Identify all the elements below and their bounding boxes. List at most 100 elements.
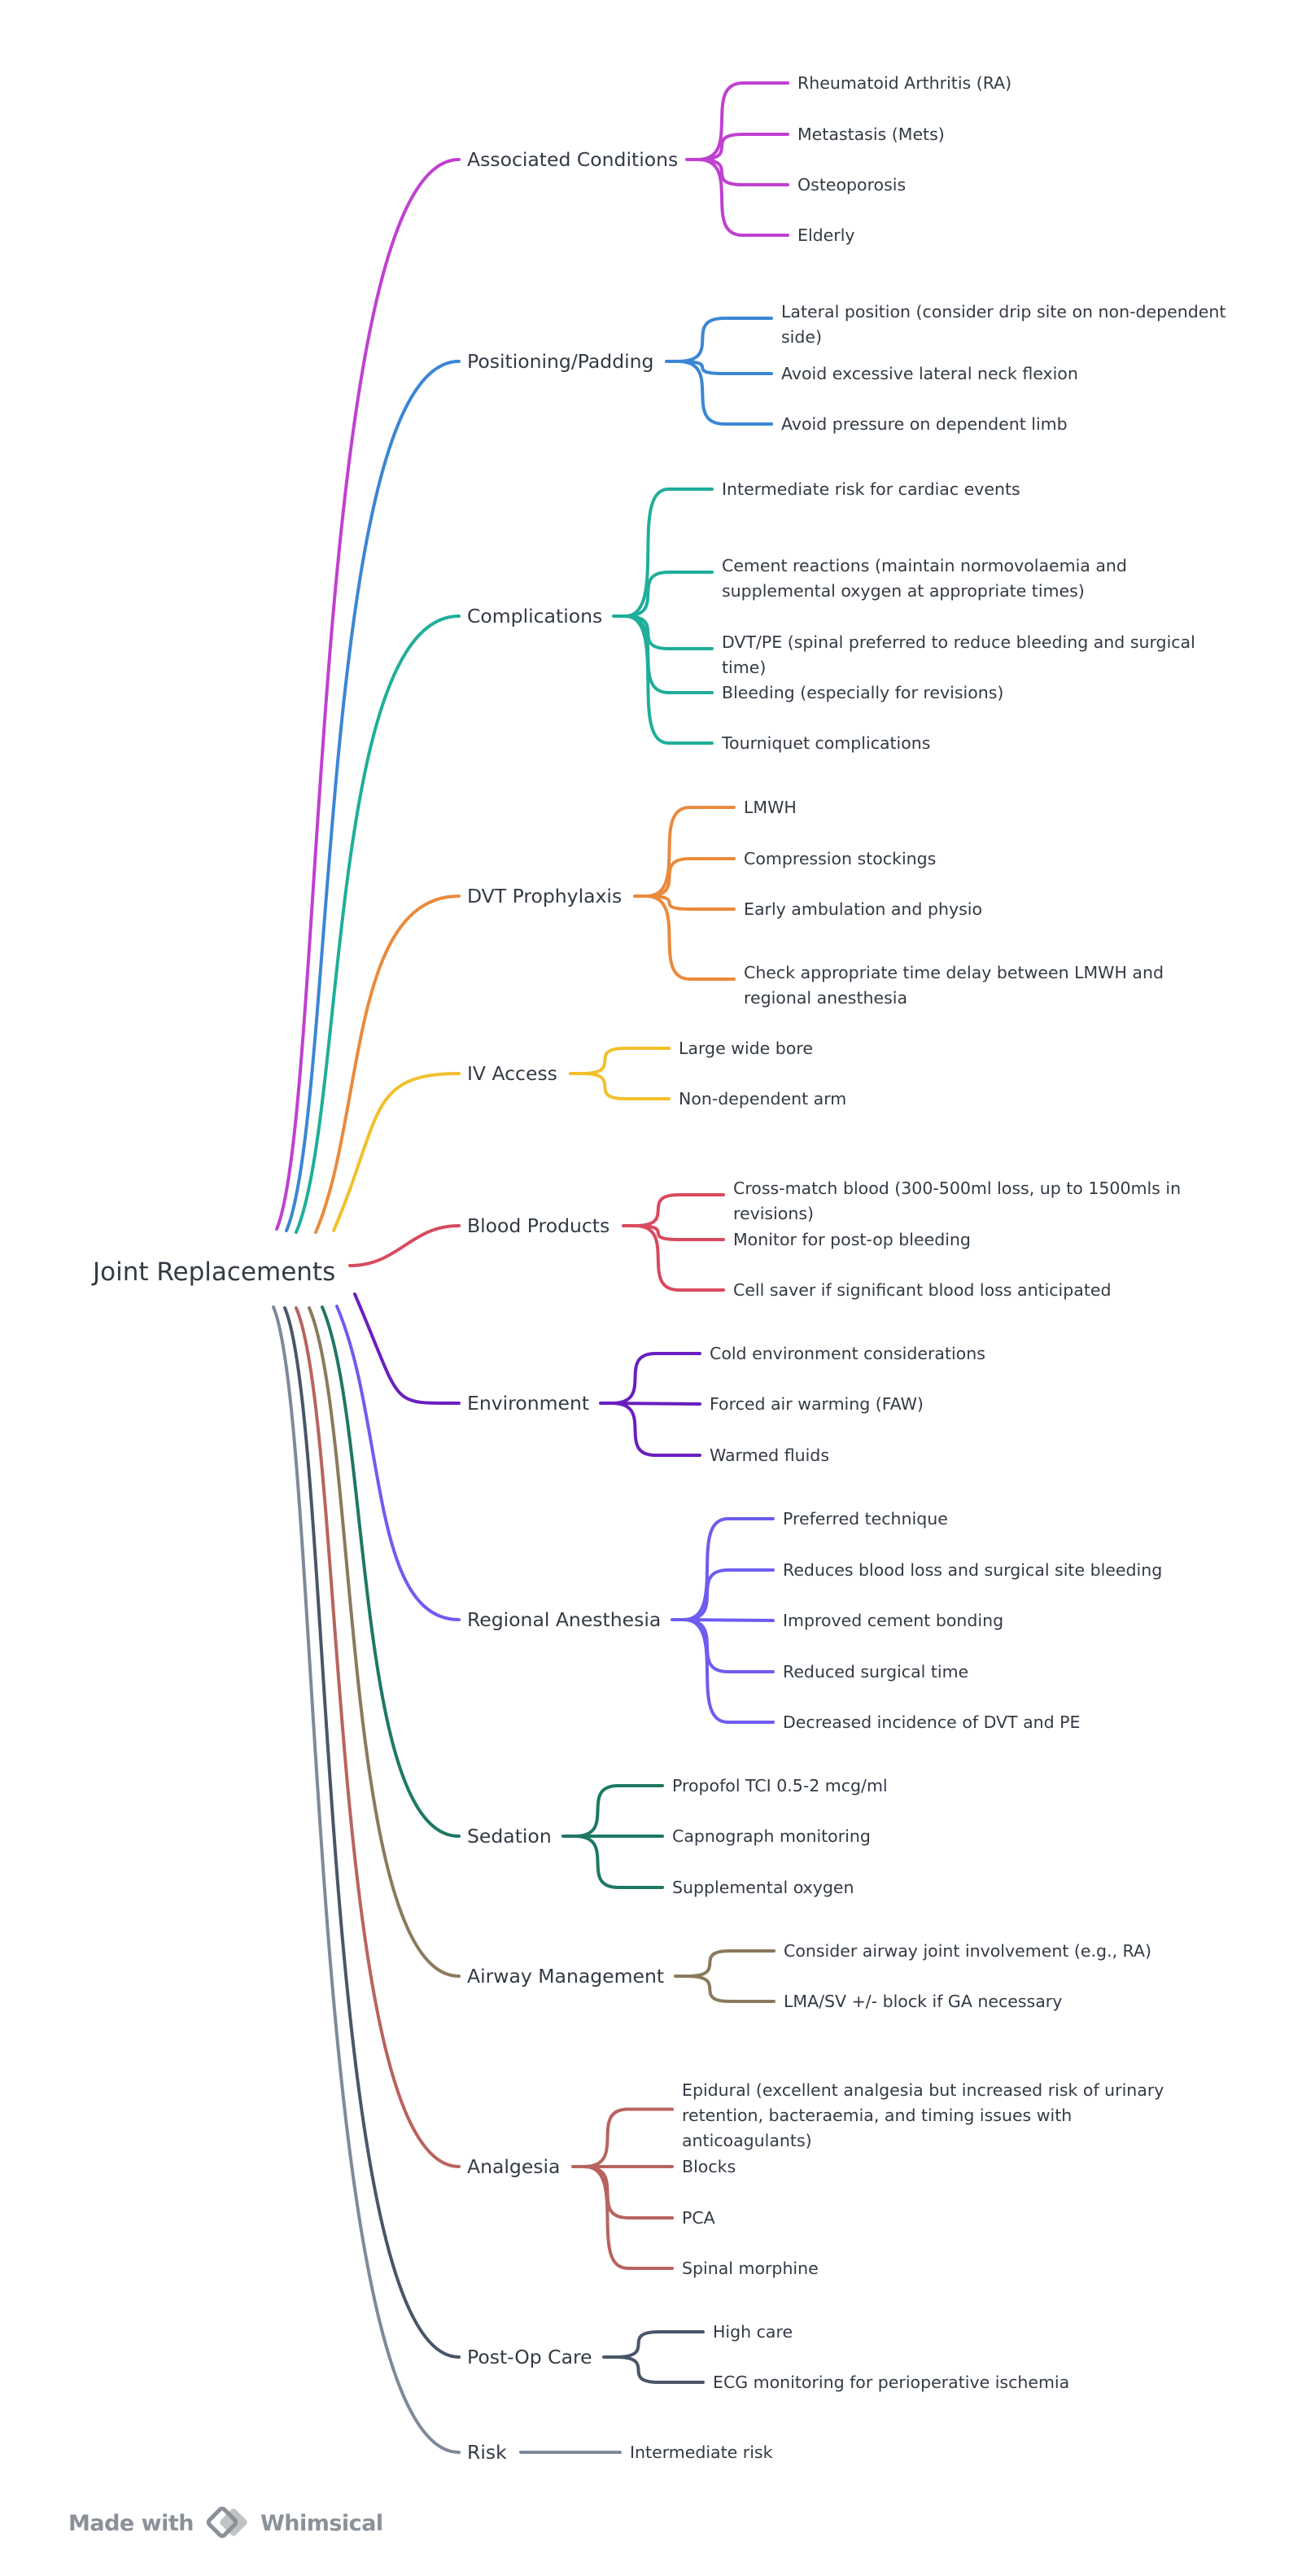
connector-leaf-sedation-2	[573, 1835, 664, 1889]
connector-leaf-analgesia-3	[583, 2165, 674, 2270]
leaf-label[interactable]: Reduces blood loss and surgical site ble…	[783, 1560, 1162, 1580]
connector-leaf-iv-1	[580, 1072, 671, 1100]
leaf-label[interactable]: Intermediate risk for cardiac events	[722, 479, 1020, 499]
branch-label-postop[interactable]: Post-Op Care	[467, 2346, 592, 2368]
branch-label-iv[interactable]: IV Access	[467, 1062, 557, 1085]
branch-label-complications[interactable]: Complications	[467, 605, 602, 628]
root-topic-label[interactable]: Joint Replacements	[91, 1257, 335, 1287]
connector-leaf-complications-0	[623, 488, 714, 618]
leaf-label-line: Monitor for post-op bleeding	[733, 1230, 971, 1249]
leaf-label[interactable]: Forced air warming (FAW)	[710, 1394, 924, 1414]
made-with-whimsical-watermark[interactable]: Made with Whimsical	[68, 2505, 383, 2541]
connector-leaf-complications-1	[623, 571, 714, 618]
leaf-label[interactable]: Non-dependent arm	[679, 1089, 846, 1109]
leaf-label[interactable]: Cross-match blood (300-500ml loss, up to…	[733, 1179, 1181, 1223]
connector-root-dvt	[314, 894, 461, 1234]
branch-label-environment[interactable]: Environment	[467, 1392, 589, 1415]
connector-leaf-associated-0	[697, 81, 789, 161]
leaf-label[interactable]: Bleeding (especially for revisions)	[722, 683, 1003, 702]
leaf-label[interactable]: Metastasis (Mets)	[797, 125, 945, 144]
leaf-label-line: Preferred technique	[783, 1509, 948, 1529]
leaf-label[interactable]: High care	[713, 2322, 793, 2342]
connector-leaf-iv-0	[580, 1047, 671, 1075]
connector-leaf-postop-0	[614, 2330, 705, 2359]
connector-leaf-analgesia-2	[583, 2165, 674, 2220]
branch-label-associated[interactable]: Associated Conditions	[467, 148, 678, 171]
leaf-label[interactable]: Avoid pressure on dependent limb	[781, 414, 1068, 434]
branch-label-sedation[interactable]: Sedation	[467, 1825, 552, 1848]
leaf-label[interactable]: Warmed fluids	[710, 1445, 829, 1465]
leaf-label-line: ECG monitoring for perioperative ischemi…	[713, 2373, 1069, 2392]
leaf-label[interactable]: ECG monitoring for perioperative ischemi…	[713, 2373, 1069, 2392]
connector-leaf-environment-2	[610, 1402, 701, 1457]
leaf-label[interactable]: Spinal morphine	[682, 2259, 819, 2278]
connector-leaf-airway-1	[685, 1975, 776, 2003]
connector-leaf-dvt-0	[644, 806, 736, 898]
made-with-text: Made with	[68, 2510, 194, 2536]
leaf-label-line: revisions)	[733, 1204, 814, 1223]
leaf-label[interactable]: Compression stockings	[744, 849, 936, 868]
leaf-label[interactable]: Cold environment considerations	[710, 1344, 985, 1363]
leaf-label[interactable]: Decreased incidence of DVT and PE	[783, 1712, 1080, 1732]
leaf-label[interactable]: Rheumatoid Arthritis (RA)	[797, 73, 1011, 93]
connector-leaf-complications-3	[623, 614, 714, 694]
connector-root-complications	[295, 614, 461, 1234]
leaf-label[interactable]: Large wide bore	[679, 1039, 813, 1058]
branch-label-analgesia[interactable]: Analgesia	[467, 2155, 560, 2178]
leaf-label-line: Warmed fluids	[710, 1445, 829, 1465]
leaf-label[interactable]: Intermediate risk	[630, 2443, 773, 2462]
leaf-label[interactable]: Propofol TCI 0.5-2 mcg/ml	[672, 1776, 888, 1795]
leaf-label[interactable]: Early ambulation and physio	[744, 899, 982, 919]
leaf-label[interactable]: Elderly	[797, 225, 855, 245]
leaf-label[interactable]: Check appropriate time delay between LMW…	[744, 963, 1164, 1008]
branch-label-blood[interactable]: Blood Products	[467, 1214, 609, 1237]
leaf-label[interactable]: PCA	[682, 2208, 715, 2228]
connector-root-iv	[332, 1072, 461, 1232]
leaf-label-line: PCA	[682, 2208, 715, 2228]
leaf-label-line: Capnograph monitoring	[672, 1826, 871, 1846]
leaf-label[interactable]: Monitor for post-op bleeding	[733, 1230, 971, 1249]
leaf-label-line: time)	[722, 658, 766, 677]
connector-root-environment	[353, 1292, 461, 1406]
leaf-label-line: side)	[781, 327, 822, 347]
leaf-label[interactable]: Avoid excessive lateral neck flexion	[781, 364, 1078, 383]
leaf-label[interactable]: Epidural (excellent analgesia but increa…	[682, 2080, 1164, 2150]
leaf-label[interactable]: DVT/PE (spinal preferred to reduce bleed…	[722, 632, 1195, 677]
leaf-label[interactable]: Osteoporosis	[797, 175, 906, 195]
connector-root-analgesia	[295, 1306, 461, 2168]
leaf-label[interactable]: Reduced surgical time	[783, 1662, 968, 1682]
leaf-label[interactable]: LMA/SV +/- block if GA necessary	[784, 1992, 1062, 2011]
leaf-label-line: regional anesthesia	[744, 988, 907, 1008]
branch-label-positioning[interactable]: Positioning/Padding	[467, 350, 653, 373]
leaf-label[interactable]: Capnograph monitoring	[672, 1826, 871, 1846]
leaf-label-line: Epidural (excellent analgesia but increa…	[682, 2080, 1164, 2100]
leaf-label[interactable]: LMWH	[744, 798, 797, 817]
leaf-label[interactable]: Preferred technique	[783, 1509, 948, 1529]
leaf-label[interactable]: Blocks	[682, 2157, 736, 2176]
leaf-label-line: Cell saver if significant blood loss ant…	[733, 1280, 1112, 1300]
connector-leaf-complications-4	[623, 614, 714, 745]
connector-root-regional	[335, 1305, 461, 1621]
connector-leaf-postop-1	[614, 2355, 705, 2384]
leaf-label-line: Large wide bore	[679, 1039, 813, 1058]
leaf-label-line: Intermediate risk	[630, 2443, 773, 2462]
leaf-label-line: Avoid pressure on dependent limb	[781, 414, 1068, 434]
leaf-label[interactable]: Improved cement bonding	[783, 1611, 1003, 1630]
branch-label-dvt[interactable]: DVT Prophylaxis	[467, 885, 622, 908]
connector-leaf-positioning-1	[676, 360, 773, 375]
mind-map-labels: Associated Conditions Rheumatoid Arthriti…	[91, 73, 1226, 2464]
leaf-label[interactable]: Cell saver if significant blood loss ant…	[733, 1280, 1112, 1300]
branch-label-risk[interactable]: Risk	[467, 2441, 507, 2464]
leaf-label[interactable]: Consider airway joint involvement (e.g.,…	[784, 1941, 1151, 1961]
leaf-label-line: DVT/PE (spinal preferred to reduce bleed…	[722, 632, 1195, 652]
leaf-label[interactable]: Cement reactions (maintain normovolaemia…	[722, 556, 1127, 601]
branch-label-airway[interactable]: Airway Management	[467, 1965, 664, 1988]
connector-leaf-blood-1	[633, 1224, 725, 1241]
connector-leaf-sedation-0	[573, 1784, 664, 1838]
leaf-label[interactable]: Tourniquet complications	[721, 733, 930, 753]
connector-leaf-regional-1	[682, 1568, 775, 1621]
leaf-label[interactable]: Supplemental oxygen	[672, 1878, 854, 1897]
leaf-label[interactable]: Lateral position (consider drip site on …	[781, 302, 1226, 347]
branch-label-regional[interactable]: Regional Anesthesia	[467, 1608, 661, 1631]
